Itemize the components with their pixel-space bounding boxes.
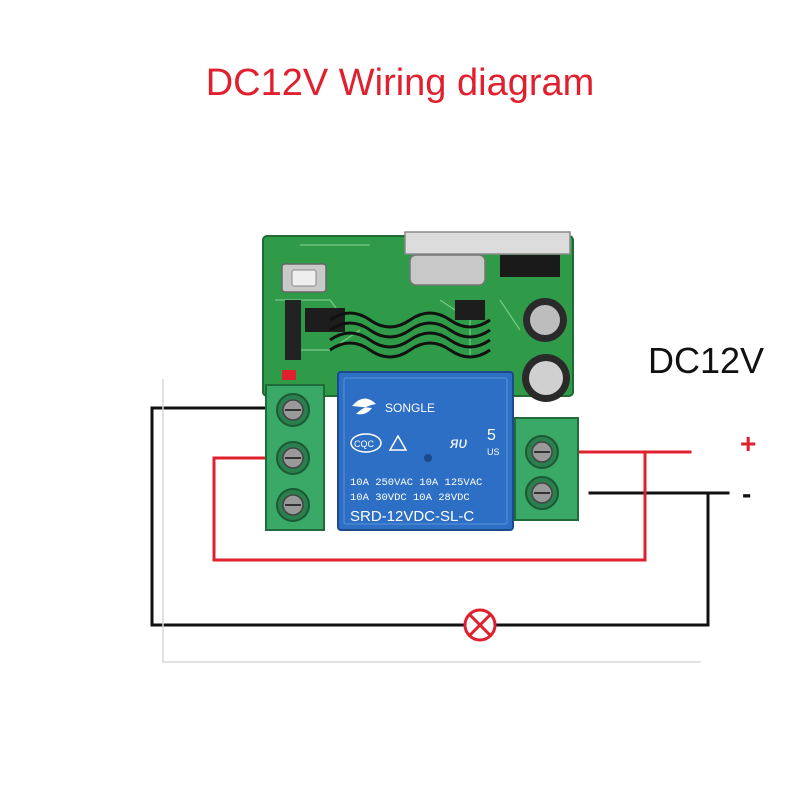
svg-text:ᴙᴜ: ᴙᴜ: [449, 435, 468, 452]
diagram-title: DC12V Wiring diagram: [205, 62, 595, 104]
relay-rating-1: 10A 250VAC 10A 125VAC: [350, 477, 482, 489]
screw-terminal: [525, 476, 559, 510]
relay-number-suffix: US: [487, 447, 500, 457]
relay-rating-2: 10A 30VDC 10A 28VDC: [350, 492, 470, 504]
relay-brand: SONGLE: [385, 401, 435, 415]
screw-terminal: [276, 488, 310, 522]
relay-model: SRD-12VDC-SL-C: [350, 508, 474, 525]
wires: [150, 379, 730, 663]
lamp-icon: [463, 608, 497, 642]
songle-logo: [352, 398, 376, 415]
relay-number: 5: [487, 427, 496, 444]
relay-cqc: CQC: [354, 439, 375, 449]
terminal-block-left: [265, 384, 325, 531]
positive-terminal-label: +: [740, 428, 757, 459]
negative-terminal-label: -: [742, 478, 752, 509]
screw-terminal: [525, 435, 559, 469]
power-supply-label: DC12V: [648, 340, 765, 381]
terminal-block-right: [514, 417, 579, 521]
screw-terminal: [276, 393, 310, 427]
relay: SONGLE CQC ᴙᴜ 5 US 10A 250VAC 10A 125VAC…: [337, 371, 514, 531]
receiver-module: [262, 231, 574, 402]
screw-terminal: [276, 441, 310, 475]
ghost-line: [162, 379, 701, 663]
